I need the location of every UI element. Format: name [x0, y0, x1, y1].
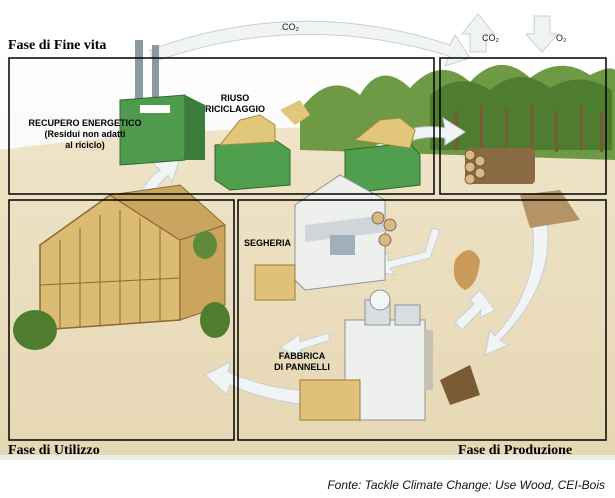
energy-recovery-label: RECUPERO ENERGETICO (Residui non adatti … [10, 118, 160, 151]
sawmill-label: SEGHERIA [244, 238, 292, 248]
energy-recovery-line3: al riciclo) [65, 140, 105, 150]
reuse-line1: RIUSO [220, 93, 250, 103]
tree-roots [453, 250, 480, 290]
frame-production [237, 199, 607, 441]
phase-use-title: Fase di Utilizzo [8, 443, 100, 458]
sawmill [254, 174, 397, 301]
o2-in-label: O₂ [556, 33, 567, 43]
phase-end-of-life-title: Fase di Fine vita [8, 38, 107, 53]
shrub [440, 365, 480, 405]
gas-exchange-arrows [460, 13, 560, 53]
energy-plant [119, 40, 205, 166]
panel-factory-line1: FABBRICA [278, 351, 326, 361]
phase-production-title: Fase di Produzione [458, 443, 573, 458]
panel-factory-label: FABBRICA DI PANNELLI [262, 351, 342, 373]
co2-top-label: CO₂ [282, 22, 299, 32]
panel-factory-line2: DI PANNELLI [274, 362, 330, 372]
panel-factory [299, 289, 433, 421]
energy-recovery-line2: (Residui non adatti [44, 129, 126, 139]
energy-recovery-line1: RECUPERO ENERGETICO [28, 118, 142, 128]
frame-use [8, 199, 235, 441]
reuse-line2: RICICLAGGIO [205, 104, 265, 114]
frame-end-of-life [8, 57, 435, 195]
co2-out-label: CO₂ [482, 33, 499, 43]
house [13, 184, 230, 350]
log-pile [464, 148, 535, 185]
source-caption: Fonte: Tackle Climate Change: Use Wood, … [327, 478, 605, 492]
reuse-recycling-label: RIUSO RICICLAGGIO [195, 93, 275, 115]
frame-forest [439, 57, 607, 195]
recycling-containers [214, 100, 421, 193]
